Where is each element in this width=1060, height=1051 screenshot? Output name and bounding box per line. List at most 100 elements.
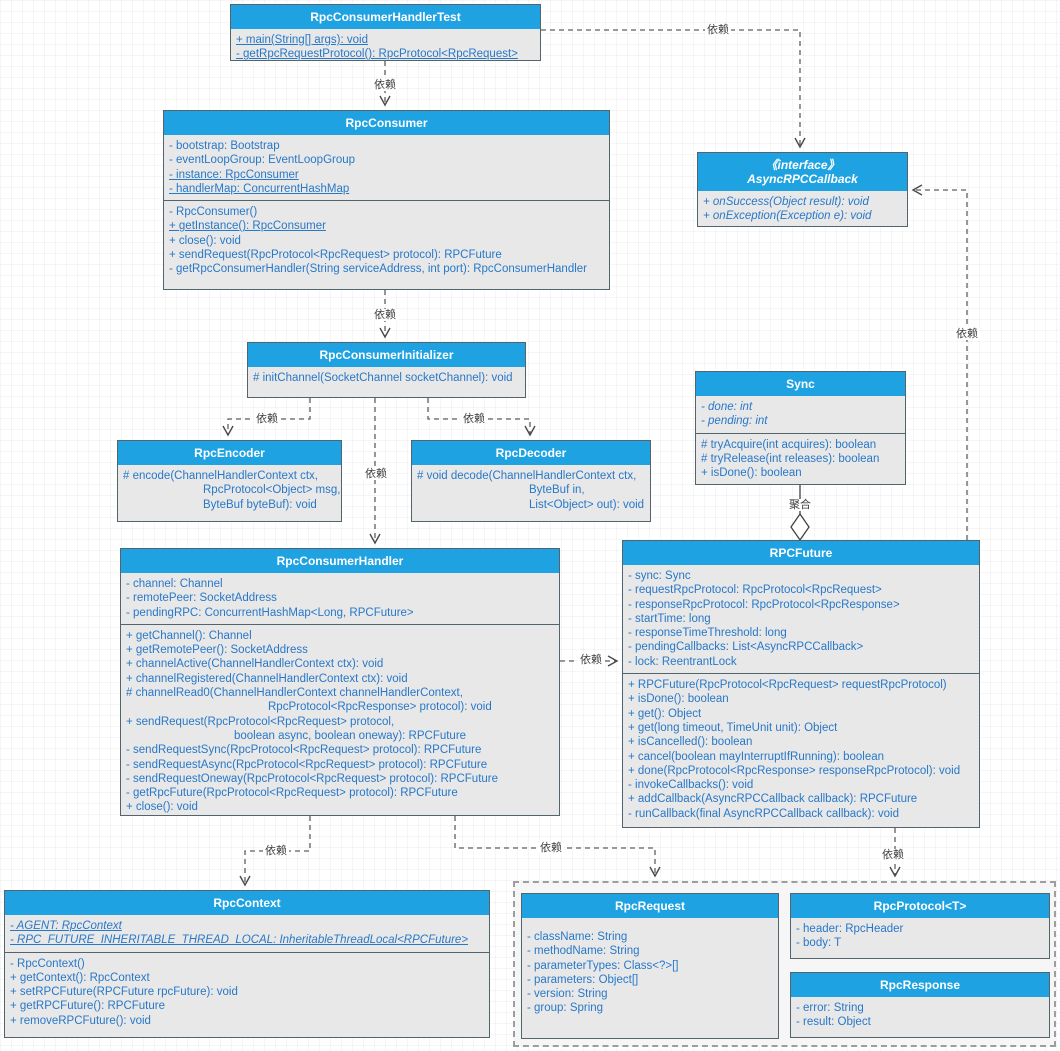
member-line: - methodName: String bbox=[527, 945, 640, 958]
member-line: - body: T bbox=[796, 937, 842, 950]
class-sync[interactable]: Sync - done: int- pending: int # tryAcqu… bbox=[695, 371, 906, 485]
attributes-compartment: - bootstrap: Bootstrap- eventLoopGroup: … bbox=[164, 135, 609, 200]
member-line: - invokeCallbacks(): void bbox=[628, 779, 754, 792]
class-rpc-consumer-initializer[interactable]: RpcConsumerInitializer # initChannel(Soc… bbox=[247, 342, 526, 398]
edge-label-dependency[interactable]: 依赖 bbox=[954, 328, 980, 340]
member-line: + close(): void bbox=[169, 234, 241, 247]
methods-compartment: + getChannel(): Channel + getRemotePeer()… bbox=[121, 623, 559, 815]
class-rpc-future[interactable]: RPCFuture - sync: Sync - requestRpcProtoc… bbox=[622, 540, 980, 828]
attributes-compartment: - error: String- result: Object bbox=[791, 997, 1049, 1037]
class-title: RpcProtocol<T> bbox=[791, 894, 1049, 918]
attributes-compartment: - className: String- methodName: String-… bbox=[522, 918, 778, 1038]
edge-label-dependency[interactable]: 依赖 bbox=[363, 468, 389, 480]
class-title: RpcEncoder bbox=[118, 441, 341, 465]
member-line: - className: String bbox=[527, 931, 628, 943]
member-line: # tryAcquire(int acquires): boolean bbox=[701, 438, 877, 451]
member-line: - responseTimeThreshold: long bbox=[628, 627, 787, 640]
methods-compartment: # void decode(ChannelHandlerContext ctx,… bbox=[412, 465, 650, 521]
edge-label-aggregation[interactable]: 聚合 bbox=[787, 499, 813, 511]
member-line: RpcProtocol<RpcResponse> protocol): void bbox=[268, 701, 492, 714]
attributes-compartment: - header: RpcHeader- body: T bbox=[791, 918, 1049, 958]
edge-label-dependency[interactable]: 依赖 bbox=[372, 79, 398, 91]
class-rpc-consumer-handler[interactable]: RpcConsumerHandler - channel: Channel- r… bbox=[120, 548, 560, 816]
edge-label-dependency[interactable]: 依赖 bbox=[372, 309, 398, 321]
edge-handler-to-group[interactable] bbox=[454, 816, 661, 878]
class-title: RpcConsumerHandler bbox=[121, 549, 559, 573]
class-rpc-consumer[interactable]: RpcConsumer - bootstrap: Bootstrap- even… bbox=[163, 110, 610, 290]
member-line: - done: int bbox=[701, 401, 753, 413]
edge-future-to-callback[interactable] bbox=[911, 184, 968, 540]
member-line: List<Object> out): void bbox=[529, 498, 645, 511]
member-line: - group: Spring bbox=[527, 1002, 604, 1015]
edge-label-dependency[interactable]: 依赖 bbox=[461, 413, 487, 425]
member-line: - sendRequestAsync(RpcProtocol<RpcReques… bbox=[126, 758, 488, 771]
edge-label-dependency[interactable]: 依赖 bbox=[538, 842, 564, 854]
member-line: + get(long timeout, TimeUnit unit): Obje… bbox=[628, 721, 838, 734]
member-line: - pendingRPC: ConcurrentHashMap<Long, RP… bbox=[126, 606, 414, 619]
member-line: - version: String bbox=[527, 988, 608, 1001]
member-line: - result: Object bbox=[796, 1016, 871, 1029]
member-line: boolean async, boolean oneway): RPCFutur… bbox=[234, 729, 467, 742]
class-title: RpcDecoder bbox=[412, 441, 650, 465]
edge-label-dependency[interactable]: 依赖 bbox=[254, 413, 280, 425]
member-line: ByteBuf byteBuf): void bbox=[203, 498, 317, 511]
class-rpc-protocol[interactable]: RpcProtocol<T> - header: RpcHeader- body… bbox=[790, 893, 1050, 959]
attributes-compartment: - sync: Sync - requestRpcProtocol: RpcPro… bbox=[623, 565, 979, 673]
edge-label-dependency[interactable]: 依赖 bbox=[263, 845, 289, 857]
member-line: # channelRead0(ChannelHandlerContext cha… bbox=[126, 687, 463, 700]
member-line: + getChannel(): Channel bbox=[126, 629, 252, 642]
edge-test-to-callback[interactable] bbox=[541, 29, 806, 149]
class-title: RpcRequest bbox=[522, 894, 778, 918]
member-line: - AGENT: RpcContext bbox=[10, 920, 122, 932]
member-line: + isCancelled(): boolean bbox=[628, 736, 753, 749]
member-line: - startTime: long bbox=[628, 612, 711, 625]
member-line: + done(RpcProtocol<RpcResponse> response… bbox=[628, 764, 961, 777]
member-line: + channelRegistered(ChannelHandlerContex… bbox=[126, 672, 408, 685]
methods-compartment: # encode(ChannelHandlerContext ctx,RpcPr… bbox=[118, 465, 341, 521]
class-title: RpcResponse bbox=[791, 973, 1049, 997]
member-line: + setRPCFuture(RPCFuture rpcFuture): voi… bbox=[10, 986, 238, 999]
member-line: # void decode(ChannelHandlerContext ctx, bbox=[417, 470, 637, 482]
attributes-compartment: - channel: Channel- remotePeer: SocketAd… bbox=[121, 573, 559, 624]
interface-name: AsyncRPCCallback bbox=[747, 172, 858, 186]
class-rpc-encoder[interactable]: RpcEncoder # encode(ChannelHandlerContex… bbox=[117, 440, 342, 522]
class-rpc-context[interactable]: RpcContext - AGENT: RpcContext- RPC_FUTU… bbox=[4, 890, 490, 1038]
class-title: RpcConsumer bbox=[164, 111, 609, 135]
methods-compartment: + main(String[] args): void- getRpcReque… bbox=[231, 29, 540, 60]
interface-async-rpc-callback[interactable]: 《interface》 AsyncRPCCallback + onSuccess… bbox=[697, 152, 908, 227]
class-rpc-response[interactable]: RpcResponse - error: String- result: Obj… bbox=[790, 972, 1050, 1038]
member-line: - requestRpcProtocol: RpcProtocol<RpcReq… bbox=[628, 584, 882, 597]
member-line: - parameterTypes: Class<?>[] bbox=[527, 959, 679, 972]
class-title: RPCFuture bbox=[623, 541, 979, 565]
member-line: + sendRequest(RpcProtocol<RpcRequest> pr… bbox=[169, 249, 502, 262]
member-line: - getRpcRequestProtocol(): RpcProtocol<R… bbox=[236, 48, 518, 60]
methods-compartment: + RPCFuture(RpcProtocol<RpcRequest> requ… bbox=[623, 673, 979, 827]
member-line: - sendRequestOneway(RpcProtocol<RpcReque… bbox=[126, 772, 499, 785]
member-line: - getRpcConsumerHandler(String serviceAd… bbox=[169, 263, 587, 276]
class-rpc-request[interactable]: RpcRequest - className: String - methodNa… bbox=[521, 893, 779, 1039]
class-rpc-decoder[interactable]: RpcDecoder # void decode(ChannelHandlerC… bbox=[411, 440, 651, 522]
stereotype-label: 《interface》 bbox=[765, 158, 840, 172]
member-line: - responseRpcProtocol: RpcProtocol<RpcRe… bbox=[628, 598, 900, 611]
methods-compartment: # tryAcquire(int acquires): boolean# try… bbox=[696, 432, 905, 484]
edge-label-dependency[interactable]: 依赖 bbox=[578, 654, 604, 666]
member-line: - bootstrap: Bootstrap bbox=[169, 140, 280, 152]
methods-compartment: # initChannel(SocketChannel socketChanne… bbox=[248, 367, 525, 397]
member-line: - sync: Sync bbox=[628, 570, 691, 582]
member-line: + channelActive(ChannelHandlerContext ct… bbox=[126, 658, 384, 671]
member-line: # tryRelease(int releases): boolean bbox=[701, 452, 880, 465]
edge-initializer-to-encoder[interactable] bbox=[222, 398, 311, 437]
member-line: + getRemotePeer(): SocketAddress bbox=[126, 644, 308, 657]
member-line: + isDone(): boolean bbox=[701, 467, 802, 480]
member-line: + getRPCFuture(): RPCFuture bbox=[10, 1000, 165, 1013]
member-line: - runCallback(final AsyncRPCCallback cal… bbox=[628, 807, 899, 820]
edge-label-dependency[interactable]: 依赖 bbox=[880, 849, 906, 861]
member-line: - lock: ReentrantLock bbox=[628, 655, 737, 668]
class-title: 《interface》 AsyncRPCCallback bbox=[698, 153, 907, 191]
class-title: RpcConsumerHandlerTest bbox=[231, 5, 540, 29]
methods-compartment: - RpcConsumer()+ getInstance(): RpcConsu… bbox=[164, 200, 609, 289]
member-line: - handlerMap: ConcurrentHashMap bbox=[169, 182, 350, 195]
class-rpc-consumer-handler-test[interactable]: RpcConsumerHandlerTest + main(String[] a… bbox=[230, 4, 541, 61]
edge-label-dependency[interactable]: 依赖 bbox=[705, 24, 731, 36]
